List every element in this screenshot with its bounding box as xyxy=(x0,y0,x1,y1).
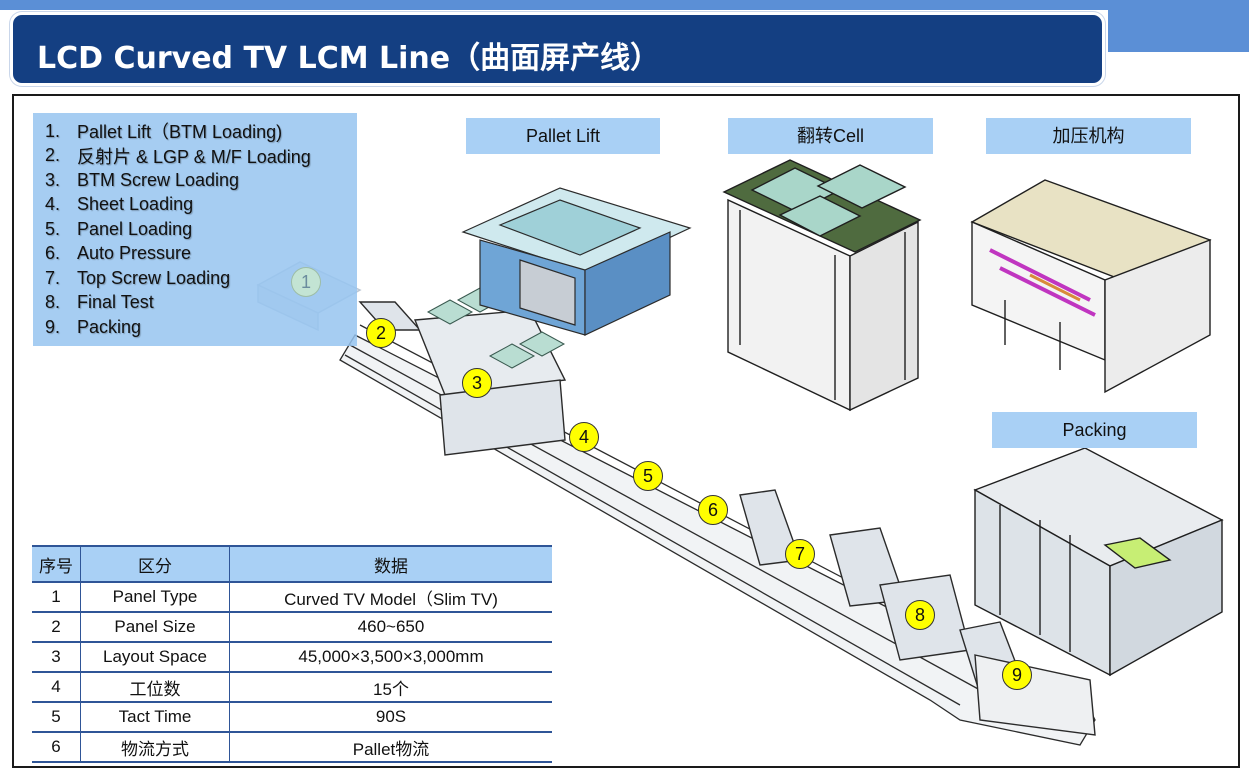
title-bar: LCD Curved TV LCM Line（曲面屏产线） xyxy=(10,12,1105,86)
table-row: 6 物流方式 Pallet物流 xyxy=(32,732,552,763)
list-item: 3.BTM Screw Loading xyxy=(45,169,240,190)
station-marker-4: 4 xyxy=(569,422,599,452)
pallet-lift-label: Pallet Lift xyxy=(466,118,660,154)
cell-no: 5 xyxy=(32,702,81,733)
station-marker-6: 6 xyxy=(698,495,728,525)
table-header-row: 序号 区分 数据 xyxy=(32,545,552,583)
table-row: 1 Panel Type Curved TV Model（Slim TV) xyxy=(32,582,552,613)
cell-no: 4 xyxy=(32,672,81,703)
flip-cell-label: 翻转Cell xyxy=(728,118,933,154)
packing-machine-drawing xyxy=(973,447,1224,677)
table-row: 2 Panel Size 460~650 xyxy=(32,612,552,643)
list-item: 5.Panel Loading xyxy=(45,218,193,239)
spec-table: 序号 区分 数据 1 Panel Type Curved TV Model（Sl… xyxy=(32,545,552,763)
cell-value: 460~650 xyxy=(229,612,552,643)
station-marker-5: 5 xyxy=(633,461,663,491)
cell-no: 3 xyxy=(32,642,81,673)
column-header: 区分 xyxy=(80,545,230,583)
list-item: 7.Top Screw Loading xyxy=(45,267,231,288)
cell-item: Layout Space xyxy=(80,642,230,673)
cell-item: Tact Time xyxy=(80,702,230,733)
process-step-list: 1.Pallet Lift（BTM Loading) 2.反射片 & LGP &… xyxy=(33,113,357,346)
pallet-lift-machine-drawing xyxy=(461,187,692,336)
column-header: 序号 xyxy=(32,545,81,583)
table-row: 3 Layout Space 45,000×3,500×3,000mm xyxy=(32,642,552,673)
station-marker-8: 8 xyxy=(905,600,935,630)
cell-value: Pallet物流 xyxy=(229,732,552,763)
station-marker-7: 7 xyxy=(785,539,815,569)
cell-no: 2 xyxy=(32,612,81,643)
table-row: 5 Tact Time 90S xyxy=(32,702,552,733)
page-title: LCD Curved TV LCM Line（曲面屏产线） xyxy=(37,41,661,76)
list-item: 2.反射片 & LGP & M/F Loading xyxy=(45,145,311,167)
cell-item: Panel Size xyxy=(80,612,230,643)
flip-cell-machine-drawing xyxy=(722,159,922,412)
table-row: 4 工位数 15个 xyxy=(32,672,552,703)
cell-item: 物流方式 xyxy=(80,732,230,763)
corner-accent-block xyxy=(1108,10,1249,52)
press-mechanism-label: 加压机构 xyxy=(986,118,1191,154)
column-header: 数据 xyxy=(229,545,552,583)
list-item: 6.Auto Pressure xyxy=(45,243,192,264)
packing-label: Packing xyxy=(992,412,1197,448)
press-mechanism-drawing xyxy=(970,179,1212,394)
station-marker-3: 3 xyxy=(462,368,492,398)
list-item: 8.Final Test xyxy=(45,292,154,313)
cell-value: Curved TV Model（Slim TV) xyxy=(229,582,552,613)
cell-no: 6 xyxy=(32,732,81,763)
cell-value: 90S xyxy=(229,702,552,733)
cell-item: Panel Type xyxy=(80,582,230,613)
station-marker-2: 2 xyxy=(366,318,396,348)
station-frames xyxy=(358,301,1096,736)
cell-no: 1 xyxy=(32,582,81,613)
list-item: 1.Pallet Lift（BTM Loading) xyxy=(45,120,283,143)
cell-item: 工位数 xyxy=(80,672,230,703)
top-accent-strip xyxy=(0,0,1249,10)
list-item: 9.Packing xyxy=(45,316,142,337)
cell-value: 15个 xyxy=(229,672,552,703)
cell-value: 45,000×3,500×3,000mm xyxy=(229,642,552,673)
station-marker-9: 9 xyxy=(1002,660,1032,690)
station-marker-1: 1 xyxy=(291,267,321,297)
list-item: 4.Sheet Loading xyxy=(45,194,194,215)
